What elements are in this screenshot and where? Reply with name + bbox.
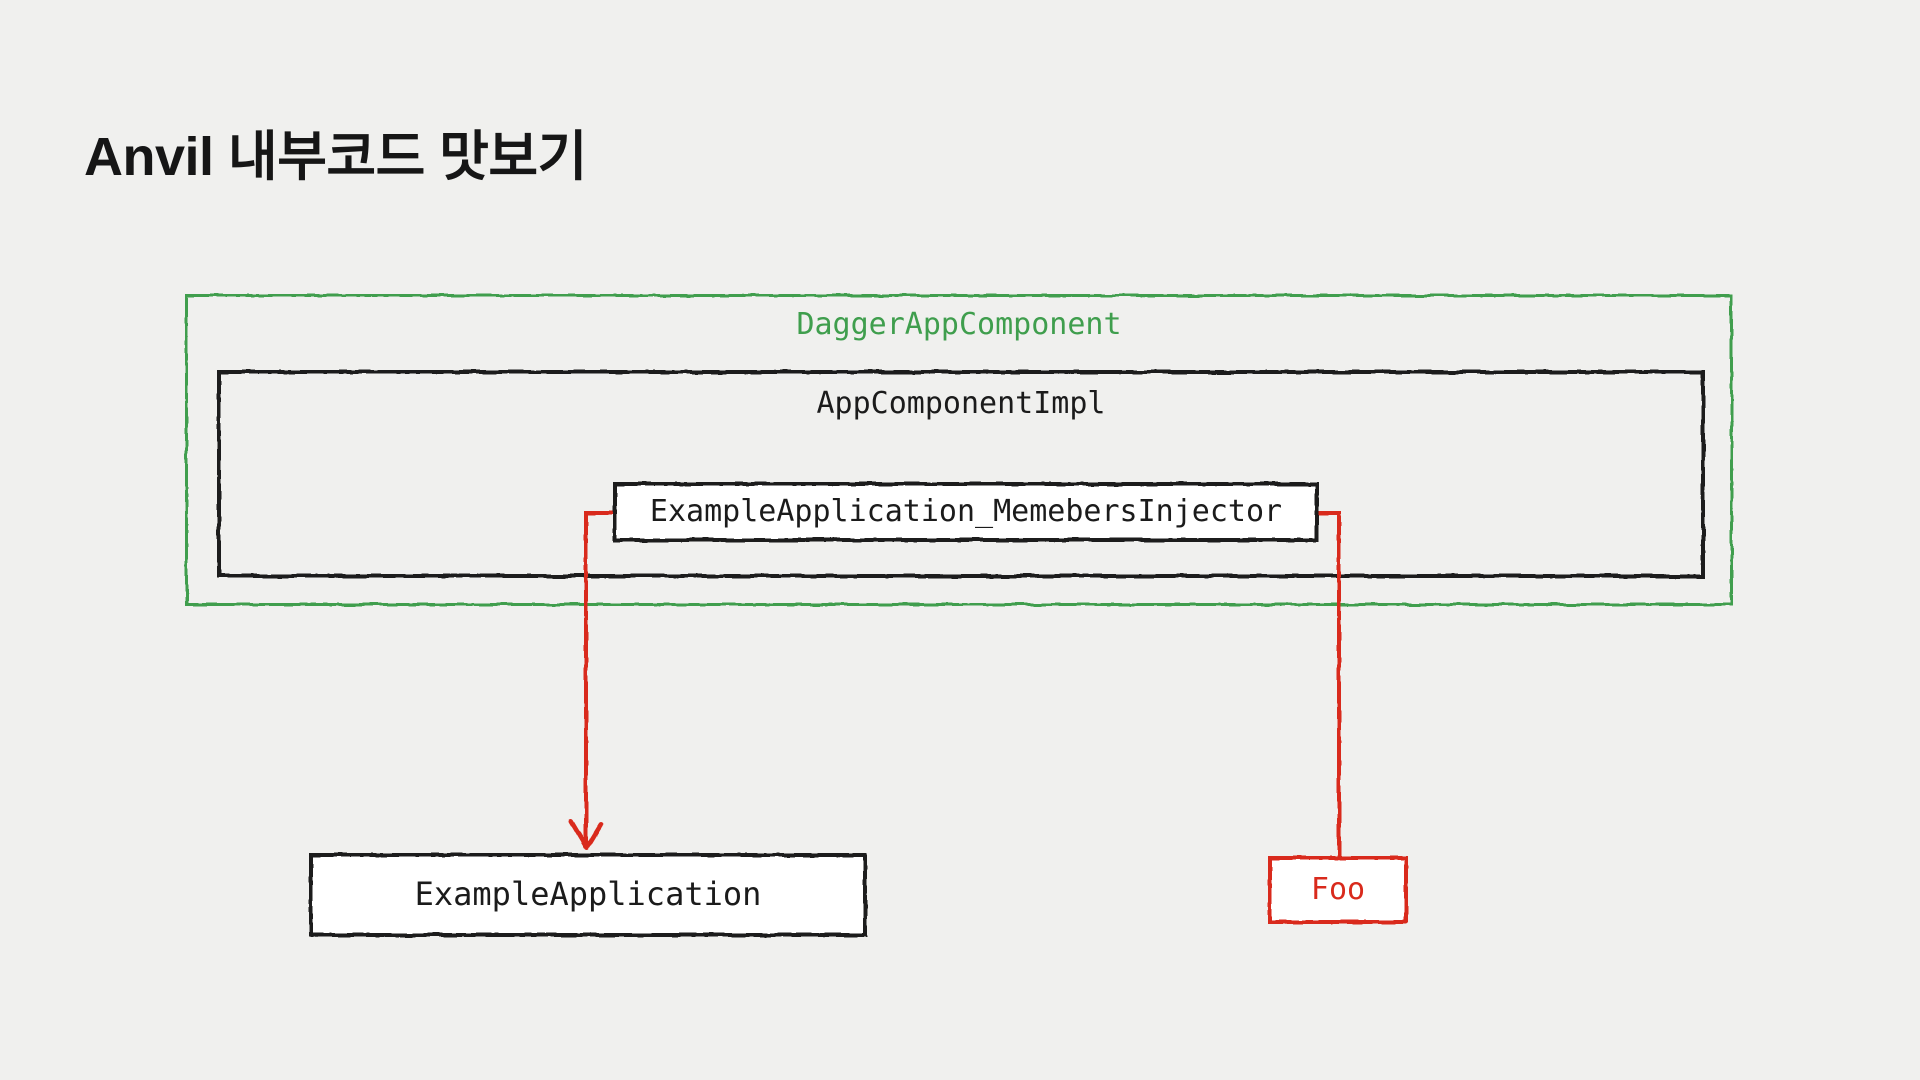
- edge-injector-to-foo-horizontal: [1317, 511, 1341, 515]
- dagger-app-component-label: DaggerAppComponent: [796, 307, 1122, 342]
- node-app-component-impl: AppComponentImpl: [217, 370, 1705, 578]
- foo-border: [1268, 856, 1408, 924]
- node-members-injector: ExampleApplication_MemebersInjector: [613, 482, 1319, 542]
- app-component-impl-border: [217, 370, 1705, 578]
- edge-injector-to-foo-vertical: [1337, 511, 1341, 860]
- slide-title: Anvil 내부코드 맛보기: [84, 127, 587, 187]
- example-application-label: ExampleApplication: [414, 875, 762, 913]
- foo-label: Foo: [1310, 872, 1366, 907]
- example-application-border: [309, 853, 867, 937]
- arrowhead-down-icon: [566, 816, 606, 854]
- members-injector-label: ExampleApplication_MemebersInjector: [649, 494, 1283, 529]
- edge-injector-to-exampleapplication-horizontal: [584, 511, 615, 515]
- node-dagger-app-component: DaggerAppComponent: [185, 294, 1733, 606]
- members-injector-border: [613, 482, 1319, 542]
- app-component-impl-label: AppComponentImpl: [816, 386, 1106, 421]
- edge-injector-to-exampleapplication-vertical: [584, 511, 588, 844]
- node-example-application: ExampleApplication: [309, 853, 867, 937]
- dagger-app-component-border: [185, 294, 1733, 606]
- node-foo: Foo: [1268, 856, 1408, 924]
